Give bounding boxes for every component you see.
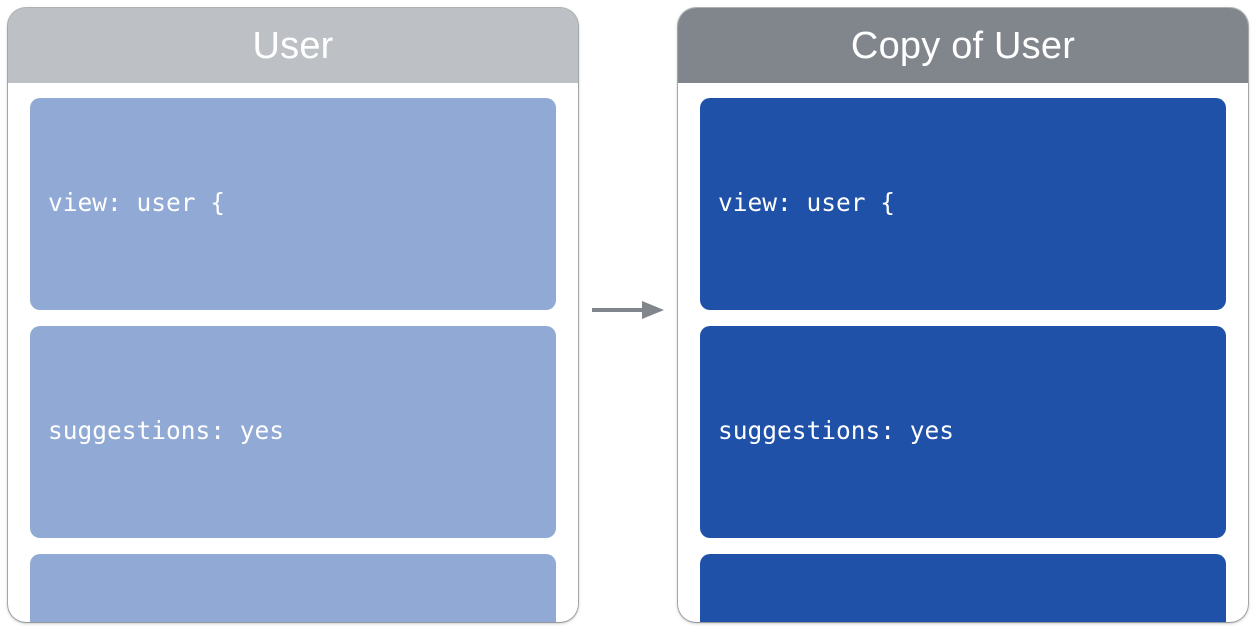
code-line: view: user {	[718, 188, 896, 217]
arrow-right-icon	[592, 301, 664, 319]
code-line: suggestions: yes	[48, 416, 285, 445]
code-block-dimension-name: dimension: name { sql: ${TABLE}.name ;; …	[700, 554, 1226, 622]
code-line: suggestions: yes	[718, 416, 955, 445]
code-block-dimension-name: dimension: name { sql: ${TABLE}.name ;; …	[30, 554, 556, 622]
code-block-view-declaration: view: user {	[30, 98, 556, 310]
panel-copy-body: view: user { suggestions: yes dimension:…	[678, 83, 1248, 622]
code-block-suggestions-setting: suggestions: yes	[30, 326, 556, 538]
panel-copy-title: Copy of User	[678, 8, 1248, 83]
code-block-view-declaration: view: user {	[700, 98, 1226, 310]
panel-source-body: view: user { suggestions: yes dimension:…	[8, 83, 578, 622]
panel-source-user: User view: user { suggestions: yes dimen…	[8, 8, 578, 622]
panel-copy-user: Copy of User view: user { suggestions: y…	[678, 8, 1248, 622]
code-block-suggestions-setting: suggestions: yes	[700, 326, 1226, 538]
code-line: view: user {	[48, 188, 226, 217]
panel-source-title: User	[8, 8, 578, 83]
